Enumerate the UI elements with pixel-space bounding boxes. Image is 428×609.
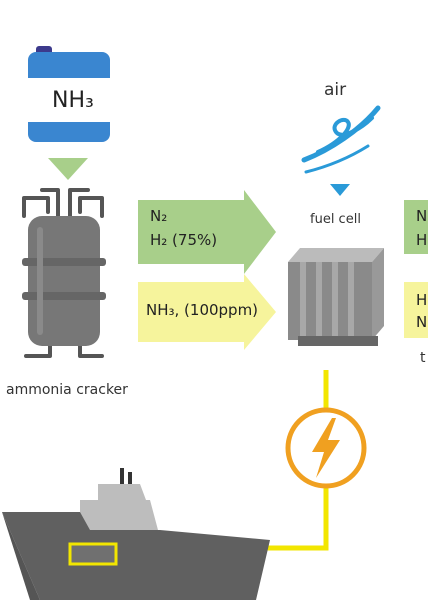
- air-label: air: [324, 80, 347, 100]
- green-arrow-right-cut: [404, 200, 428, 254]
- air-swirl-icon: [301, 105, 381, 174]
- down-arrow-air: [330, 184, 350, 196]
- yellow-arrow: [138, 274, 276, 350]
- lightning-icon: [285, 407, 367, 489]
- ammonia-tank: [28, 46, 110, 142]
- right-top-line2: H: [416, 231, 428, 249]
- right-bottom-line1: H: [416, 291, 428, 309]
- arrow-top-line2: H₂ (75%): [150, 231, 218, 249]
- cracker-body: [22, 216, 106, 346]
- fuel-cell-caption: fuel cell: [310, 212, 361, 227]
- arrow-bottom-line1: NH₃, (100ppm): [146, 301, 259, 319]
- tank-label: NH₃: [52, 88, 94, 113]
- down-arrow-tank: [48, 158, 88, 180]
- arrow-top-line1: N₂: [150, 207, 168, 225]
- yellow-arrow-right-cut: [404, 282, 428, 338]
- ship-icon: [2, 468, 270, 600]
- right-top-line1: N: [416, 207, 428, 225]
- right-stub-text: t: [420, 350, 426, 366]
- cracker-caption: ammonia cracker: [6, 382, 128, 398]
- green-arrow: [138, 190, 276, 274]
- fuel-cell-icon: [288, 248, 384, 346]
- right-bottom-line2: N: [416, 313, 428, 331]
